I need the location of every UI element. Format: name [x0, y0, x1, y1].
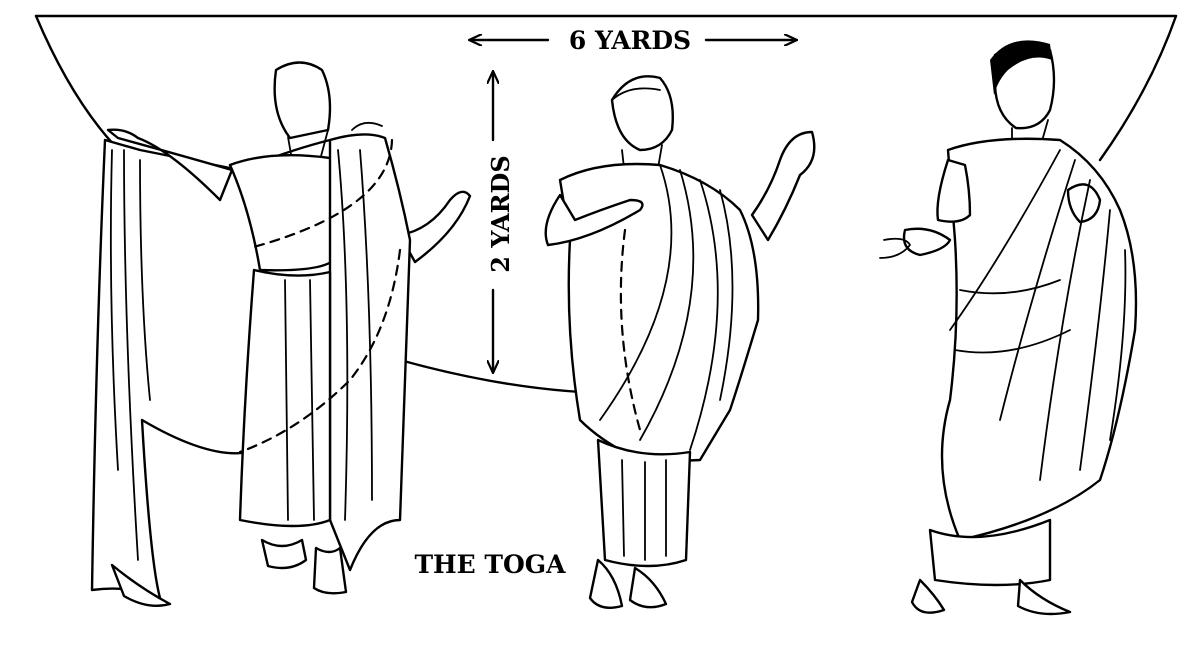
width-dimension-label: 6 YARDS — [569, 26, 691, 55]
height-dimension-label: 2 YARDS — [486, 155, 515, 272]
figure-finished — [879, 40, 1138, 616]
figure-draping — [90, 61, 472, 607]
figure-wrapped — [544, 75, 816, 609]
height-dimension: 2 YARDS — [486, 72, 515, 372]
diagram-title: THE TOGA — [414, 550, 566, 579]
width-dimension: 6 YARDS — [470, 26, 796, 55]
